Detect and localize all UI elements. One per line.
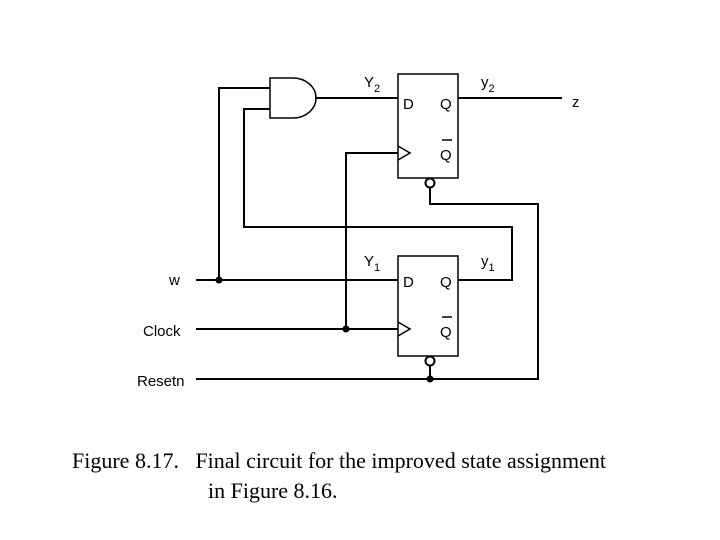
junction-dot-w — [215, 276, 223, 284]
circuit-diagram: D Q Q D Q Q Y2 y2 Y1 y1 z w Clock Resetn — [137, 73, 580, 390]
figure-caption: Figure 8.17. Final circuit for the impro… — [72, 446, 692, 506]
label-Y1: Y1 — [364, 253, 380, 274]
ff-top-q-label: Q — [440, 96, 452, 113]
wire-w-to-and — [218, 87, 270, 280]
wire-clock-top — [345, 152, 398, 329]
label-y2: y2 — [481, 74, 495, 95]
flip-flop-y1: D Q Q — [397, 255, 459, 367]
caption-line-2: in Figure 8.16. — [208, 478, 338, 503]
label-Y2: Y2 — [364, 74, 380, 95]
flip-flop-y1-clock-icon — [397, 321, 412, 337]
wire-resetn — [196, 188, 539, 380]
wires — [196, 87, 562, 380]
junction-dot-clock — [342, 325, 350, 333]
label-y1: y1 — [481, 253, 495, 274]
flip-flop-y1-reset-bubble-icon — [424, 355, 436, 367]
caption-line-1: Figure 8.17. Final circuit for the impro… — [72, 448, 607, 473]
label-clock: Clock — [143, 323, 181, 340]
label-resetn: Resetn — [137, 373, 185, 390]
ff-bot-qbar-label: Q — [440, 324, 452, 341]
ff-bot-d-label: D — [403, 274, 414, 291]
ff-top-d-label: D — [403, 96, 414, 113]
label-w: w — [168, 272, 180, 289]
label-z: z — [572, 94, 580, 111]
flip-flop-y2: D Q Q — [397, 73, 459, 189]
flip-flop-y2-reset-bubble-icon — [424, 177, 436, 189]
ff-top-qbar-label: Q — [440, 147, 452, 164]
and-gate — [269, 77, 317, 119]
junction-dot-resetn — [426, 375, 434, 383]
flip-flop-y2-clock-icon — [397, 145, 412, 161]
flip-flop-y1-body — [397, 255, 459, 357]
wire-y1 — [243, 108, 513, 281]
ff-bot-q-label: Q — [440, 274, 452, 291]
